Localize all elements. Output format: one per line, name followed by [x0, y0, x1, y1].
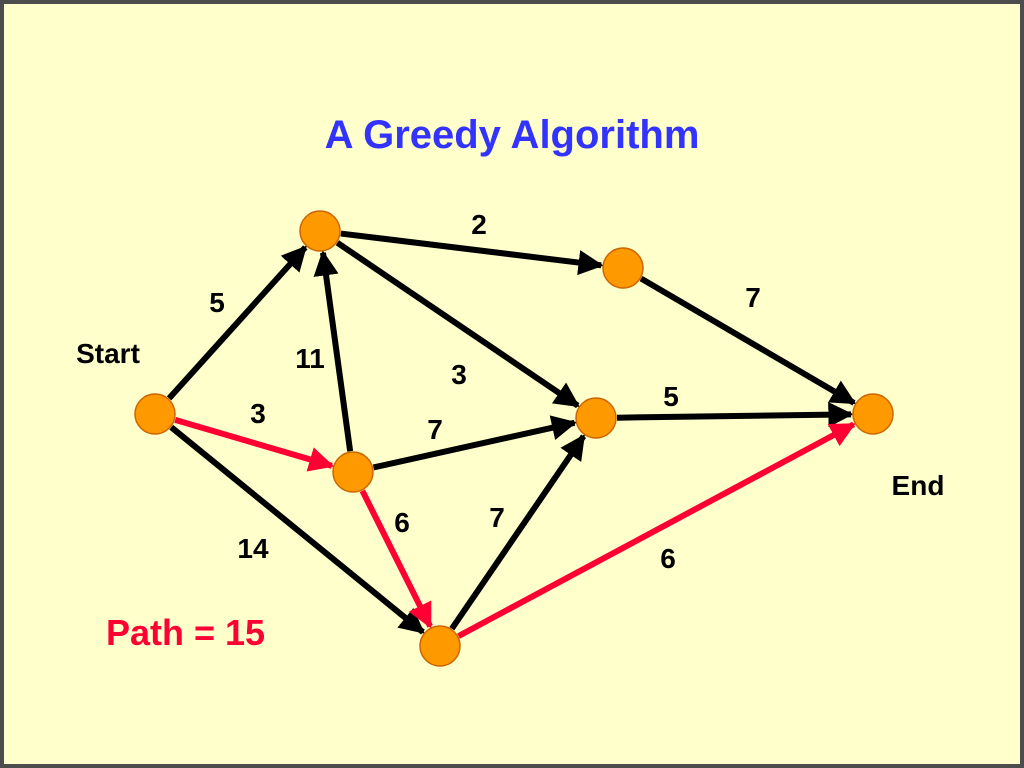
edge-weight-start-to-top: 5: [209, 287, 225, 318]
edge-weight-middle-to-bottom: 6: [394, 507, 410, 538]
edge-weight-middle-to-center-right: 7: [427, 414, 443, 445]
edge-start-to-top: [166, 245, 308, 401]
nodes-group: [134, 210, 894, 667]
node-top-right: [602, 247, 644, 289]
node-center-right: [575, 397, 617, 439]
node-start: [134, 393, 176, 435]
edge-bottom-to-end-highlighted: [457, 421, 856, 639]
edge-weight-top-to-top-right: 2: [471, 209, 487, 240]
node-top: [299, 210, 341, 252]
edge-top-to-top-right: [340, 230, 604, 276]
edge-top-right-to-end: [639, 275, 857, 406]
edge-center-right-to-end: [616, 402, 854, 428]
edge-weight-middle-to-top: 11: [295, 343, 325, 374]
edge-weight-start-to-bottom: 14: [237, 533, 269, 564]
node-bottom: [419, 625, 461, 667]
edge-weight-bottom-to-center-right: 7: [489, 502, 505, 533]
node-middle: [332, 451, 374, 493]
edge-weight-start-to-middle: 3: [250, 398, 266, 429]
slide-title: A Greedy Algorithm: [325, 113, 700, 157]
edge-weight-center-right-to-end: 5: [663, 381, 679, 412]
path-total-label: Path = 15: [106, 612, 265, 653]
edge-middle-to-bottom-highlighted: [359, 489, 433, 629]
edge-top-to-center-right: [335, 240, 580, 409]
edge-middle-to-center-right: [372, 415, 577, 471]
edge-weight-top-to-center-right: 3: [451, 359, 467, 390]
edge-middle-to-top: [313, 250, 354, 452]
edge-start-to-middle-highlighted: [174, 417, 335, 472]
node-end: [852, 393, 894, 435]
edge-weight-bottom-to-end: 6: [660, 543, 676, 574]
edge-weight-top-right-to-end: 7: [745, 282, 761, 313]
edge-bottom-to-center-right: [449, 434, 587, 631]
node-label-start: Start: [76, 338, 140, 369]
node-label-end: End: [892, 470, 945, 501]
edges-group: [166, 230, 857, 639]
edge-start-to-bottom: [169, 424, 425, 635]
